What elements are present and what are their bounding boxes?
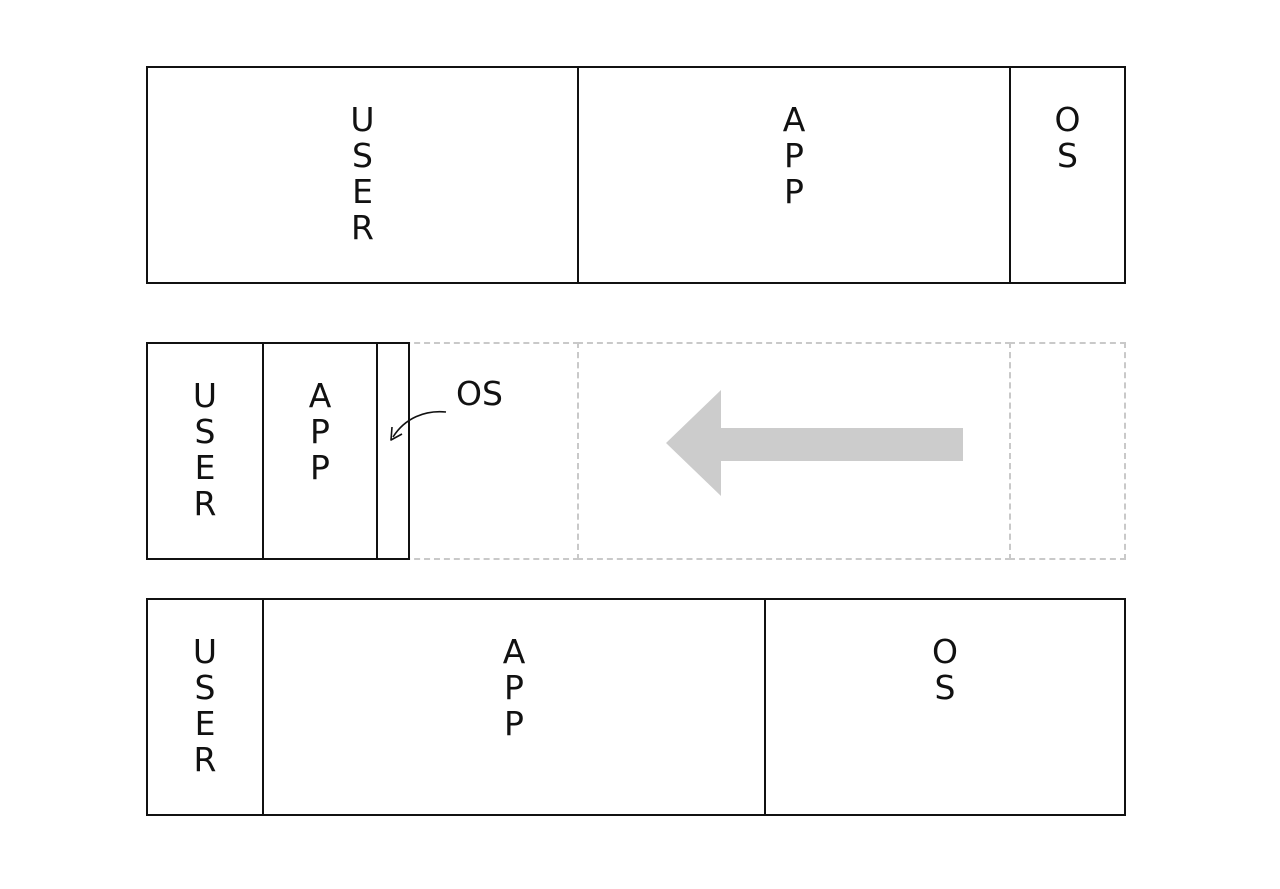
row-2-ghost-block-2 [577,342,1011,560]
label-letter: U [192,376,218,415]
label-letter: R [193,740,217,779]
label-letter: O [932,632,958,671]
label-letter: U [350,100,375,139]
row-2-os-label: OS [456,374,503,413]
label-letter: U [192,632,218,671]
label-letter: S [1057,136,1078,175]
label-letter: A [782,100,806,139]
label-letter: E [194,448,216,487]
label-letter: E [352,172,373,211]
row-2-ghost-block-3 [1009,342,1126,560]
label-letter: S [194,412,216,451]
label-letter: R [193,484,217,523]
label-letter: P [504,704,524,743]
label-letter: S [352,136,373,175]
label-letter: P [310,412,330,451]
label-letter: A [502,632,526,671]
label-letter: A [308,376,332,415]
label-letter: S [481,374,503,413]
label-letter: P [504,668,524,707]
label-letter: E [194,704,216,743]
label-letter: R [351,208,374,247]
label-letter: S [934,668,956,707]
label-letter: O [1054,100,1081,139]
row-2-os-block [376,342,410,560]
label-letter: P [310,448,330,487]
label-letter: O [456,374,482,413]
label-letter: P [784,172,804,211]
label-letter: S [194,668,216,707]
label-letter: P [784,136,804,175]
